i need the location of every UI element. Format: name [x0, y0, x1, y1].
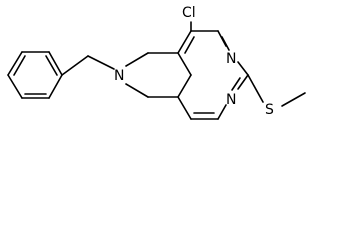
- bond: [48, 51, 63, 76]
- aromatic-inner-bond: [45, 55, 58, 76]
- sulfur-label: S: [265, 102, 274, 118]
- saturated-ring: [125, 52, 192, 98]
- bond: [217, 104, 227, 120]
- nitrogen-lower-label: N: [226, 92, 236, 108]
- bond: [48, 74, 63, 99]
- bond: [87, 55, 115, 70]
- bond: [281, 92, 306, 107]
- bond: [237, 61, 249, 76]
- bond: [61, 55, 89, 76]
- double-bond-inner: [184, 36, 195, 54]
- bond: [247, 74, 264, 103]
- nitrogen-ring-label: N: [114, 68, 124, 84]
- bond: [237, 74, 249, 90]
- nitrogen-upper-label: N: [226, 51, 236, 67]
- bond: [177, 52, 192, 76]
- aromatic-inner-bond: [13, 55, 26, 76]
- pyrimidine-ring: [177, 30, 249, 120]
- double-bond-inner: [221, 36, 230, 51]
- bond: [7, 74, 23, 99]
- bond: [177, 74, 192, 98]
- chemical-structure-diagram: N Cl N N S: [7, 5, 306, 120]
- chlorine-label: Cl: [182, 5, 196, 21]
- bond: [125, 52, 149, 67]
- benzene-ring: [7, 51, 63, 99]
- bond: [7, 51, 23, 76]
- benzyl-linker: [61, 55, 115, 76]
- bond: [177, 30, 192, 54]
- methylthio-substituent: [247, 74, 306, 107]
- bond: [177, 96, 192, 120]
- double-bond-inner: [231, 77, 241, 91]
- bond: [125, 83, 149, 98]
